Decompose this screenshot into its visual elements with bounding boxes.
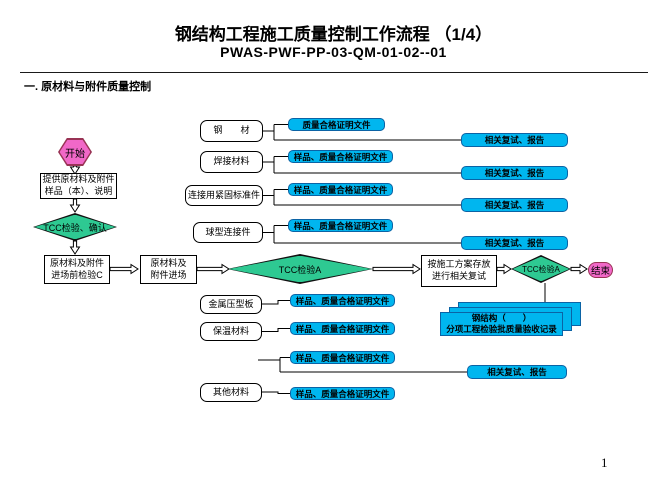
material-metal-sheet-box: 金属压型板: [200, 295, 262, 314]
pre-entry-inspection-box: 原材料及附件 进场前检验C: [44, 255, 110, 284]
end-node-label: 结束: [590, 266, 610, 277]
material-arrival-box: 原材料及 附件进场: [140, 255, 197, 284]
retest-steel-label: 相关复试、报告: [484, 135, 545, 145]
arrow-store-tcc2: [496, 263, 512, 275]
doc-extra-certificate: 样品、质量合格证明文件: [290, 351, 395, 364]
retest-fastener-label: 相关复试、报告: [484, 200, 545, 210]
retest-ball: 相关复试、报告: [461, 236, 568, 250]
tcc-a-label: TCC检验A: [278, 264, 322, 275]
connector-extra: [258, 357, 467, 373]
doc-other-certificate-label: 样品、质量合格证明文件: [295, 388, 390, 399]
page-number: 1: [601, 455, 608, 470]
doc-welding-certificate: 样品、质量合格证明文件: [288, 150, 393, 163]
material-insulation-label: 保温材料: [212, 325, 249, 336]
doc-fastener-certificate: 样品、质量合格证明文件: [288, 183, 393, 196]
connector-other: [262, 391, 290, 394]
arrow-tcc2-end: [570, 263, 588, 275]
pre-entry-line1: 原材料及附件: [49, 257, 104, 268]
record-stack-front: 钢结构（ ） 分项工程检验批质量验收记录: [440, 312, 563, 336]
material-metal-sheet-label: 金属压型板: [208, 298, 254, 309]
material-fastener-label: 连接用紧固标准件: [187, 189, 260, 200]
provide-samples-line1: 提供原材料及附件: [42, 174, 115, 185]
header-divider: [20, 72, 648, 73]
material-other-label: 其他材料: [212, 386, 249, 397]
start-node-label: 开始: [65, 148, 85, 160]
doc-steel-certificate-label: 质量合格证明文件: [302, 119, 371, 130]
doc-insulation-certificate-label: 样品、质量合格证明文件: [295, 323, 390, 334]
document-code: PWAS-PWF-PP-03-QM-01-02--01: [220, 44, 447, 60]
storage-retest-box: 按施工方案存放 进行相关复试: [421, 255, 497, 287]
provide-samples-box: 提供原材料及附件 样品（本）、说明: [40, 173, 117, 199]
arrow-provide-check: [69, 198, 81, 213]
tcc-confirm-decision: TCC检验、确认: [33, 213, 117, 241]
page-title: 钢结构工程施工质量控制工作流程 （1/4）: [174, 25, 493, 44]
material-arrival-line1: 原材料及: [150, 257, 187, 268]
doc-other-certificate: 样品、质量合格证明文件: [290, 387, 395, 400]
tcc-inspection-a-decision: TCC检验A: [227, 254, 373, 284]
material-ball-connector-label: 球型连接件: [205, 226, 251, 237]
storage-retest-line1: 按施工方案存放: [427, 259, 491, 270]
doc-metal-sheet-certificate-label: 样品、质量合格证明文件: [295, 295, 390, 306]
arrow-check-preinspect: [69, 240, 81, 255]
retest-fastener: 相关复试、报告: [461, 198, 568, 212]
arrow-arrive-tcc: [196, 263, 230, 275]
connector-steel: [263, 124, 461, 141]
connector-lines: [258, 124, 546, 394]
section-heading: 一. 原材料与附件质量控制: [24, 81, 152, 93]
retest-welding: 相关复试、报告: [461, 166, 568, 180]
material-welding-box: 焊接材料: [200, 151, 263, 173]
material-insulation-box: 保温材料: [200, 322, 262, 341]
record-stack-line1: 钢结构（ ）: [471, 312, 532, 323]
doc-ball-certificate-label: 样品、质量合格证明文件: [293, 220, 388, 231]
tcc-a2-label: TCC检验A: [522, 264, 560, 274]
provide-samples-line2: 样品（本）、说明: [44, 186, 113, 196]
material-ball-connector-box: 球型连接件: [193, 222, 263, 243]
retest-ball-label: 相关复试、报告: [484, 238, 545, 248]
connector-metal-sheet: [262, 300, 290, 305]
pre-entry-line2: 进场前检验C: [51, 269, 103, 280]
doc-welding-certificate-label: 样品、质量合格证明文件: [293, 151, 388, 162]
doc-fastener-certificate-label: 样品、质量合格证明文件: [293, 184, 388, 195]
connector-welding: [263, 156, 461, 174]
connector-fastener: [263, 189, 461, 206]
doc-metal-sheet-certificate: 样品、质量合格证明文件: [290, 294, 395, 307]
retest-extra: 相关复试、报告: [467, 365, 567, 379]
connector-ball: [263, 225, 461, 244]
material-steel-box: 钢 材: [200, 120, 263, 142]
doc-ball-certificate: 样品、质量合格证明文件: [288, 219, 393, 232]
arrow-preinspect-arrive: [109, 263, 139, 275]
material-welding-label: 焊接材料: [213, 156, 250, 167]
material-steel-label: 钢 材: [213, 125, 250, 136]
arrow-tcc-store: [372, 263, 421, 275]
arrow-start-provide: [69, 165, 81, 175]
material-fastener-box: 连接用紧固标准件: [185, 185, 263, 206]
retest-steel: 相关复试、报告: [461, 133, 568, 147]
connector-insulation: [262, 328, 290, 332]
record-stack-line2: 分项工程检验批质量验收记录: [446, 324, 557, 334]
flow-arrows: [69, 165, 588, 275]
storage-retest-line2: 进行相关复试: [431, 271, 486, 281]
retest-extra-label: 相关复试、报告: [487, 367, 547, 377]
start-node: 开始: [58, 138, 92, 166]
doc-insulation-certificate: 样品、质量合格证明文件: [290, 322, 395, 335]
material-other-box: 其他材料: [200, 383, 262, 402]
end-node: 结束: [588, 262, 613, 278]
material-arrival-line2: 附件进场: [150, 269, 187, 280]
doc-steel-certificate: 质量合格证明文件: [288, 118, 385, 131]
tcc-confirm-label: TCC检验、确认: [43, 222, 107, 233]
retest-welding-label: 相关复试、报告: [484, 168, 545, 178]
doc-extra-certificate-label: 样品、质量合格证明文件: [295, 352, 390, 363]
tcc-inspection-a2-decision: TCC检验A: [511, 255, 571, 283]
